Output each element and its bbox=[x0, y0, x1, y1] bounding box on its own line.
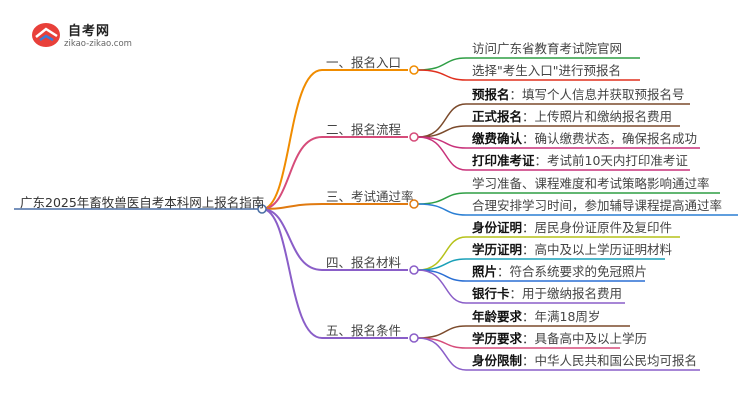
leaf-item: 学习准备、课程难度和考试策略影响通过率 bbox=[472, 176, 710, 192]
branch-node-dot bbox=[409, 132, 419, 142]
link-line bbox=[417, 337, 467, 349]
branch-node-dot bbox=[409, 199, 419, 209]
leaf-item-text: ：符合系统要求的免冠照片 bbox=[497, 264, 648, 279]
leaf-item-text: 访问广东省教育考试院官网 bbox=[472, 41, 623, 56]
link-line bbox=[417, 203, 467, 216]
leaf-item-key: 学历要求 bbox=[472, 331, 523, 346]
leaf-item-text: ：确认缴费状态，确保报名成功 bbox=[522, 131, 698, 146]
link-line bbox=[417, 258, 467, 271]
leaf-item-text: ：中华人民共和国公民均可报名 bbox=[522, 353, 698, 368]
leaf-item: 缴费确认：确认缴费状态，确保报名成功 bbox=[472, 131, 697, 147]
leaf-item-text: 合理安排学习时间，参加辅导课程提高通过率 bbox=[472, 198, 723, 213]
leaf-item: 照片：符合系统要求的免冠照片 bbox=[472, 264, 647, 280]
link-line bbox=[261, 208, 323, 271]
link-line bbox=[417, 125, 467, 138]
link-line bbox=[417, 337, 467, 371]
link-line bbox=[417, 57, 467, 71]
leaf-item: 打印准考证：考试前10天内打印准考证 bbox=[472, 153, 688, 169]
leaf-item: 学历要求：具备高中及以上学历 bbox=[472, 331, 647, 347]
leaf-item-key: 年龄要求 bbox=[472, 309, 523, 324]
leaf-item: 身份限制：中华人民共和国公民均可报名 bbox=[472, 353, 697, 369]
leaf-item-text: ：具备高中及以上学历 bbox=[522, 331, 648, 346]
leaf-item-key: 缴费确认 bbox=[472, 131, 523, 146]
link-line bbox=[417, 136, 467, 149]
link-line bbox=[417, 325, 467, 339]
link-line bbox=[417, 269, 467, 304]
link-line bbox=[261, 136, 323, 210]
branch-label[interactable]: 一、报名入口 bbox=[326, 55, 402, 70]
link-line bbox=[417, 69, 467, 81]
leaf-item-text: ：填写个人信息并获取预报名号 bbox=[509, 87, 685, 102]
logo-title: 自考网 bbox=[68, 24, 111, 39]
leaf-item-text: ：高中及以上学历证明材料 bbox=[522, 242, 673, 257]
leaf-item: 年龄要求：年满18周岁 bbox=[472, 309, 600, 325]
root-topic: 广东2025年畜牧兽医自考本科网上报名指南 bbox=[20, 195, 265, 210]
leaf-item-text: 学习准备、课程难度和考试策略影响通过率 bbox=[472, 176, 710, 191]
leaf-item-text: ：年满18周岁 bbox=[522, 309, 601, 324]
logo-mark-icon bbox=[32, 23, 60, 47]
branch-label[interactable]: 四、报名材料 bbox=[326, 255, 402, 270]
leaf-item-text: ：考试前10天内打印准考证 bbox=[534, 153, 688, 168]
branch-label[interactable]: 三、考试通过率 bbox=[326, 189, 414, 204]
leaf-item-text: ：居民身份证原件及复印件 bbox=[522, 220, 673, 235]
leaf-item: 学历证明：高中及以上学历证明材料 bbox=[472, 242, 672, 258]
leaf-item-key: 身份证明 bbox=[472, 220, 523, 235]
leaf-item-key: 照片 bbox=[472, 264, 498, 279]
leaf-item: 银行卡：用于缴纳报名费用 bbox=[472, 286, 622, 302]
leaf-item-text: ：用于缴纳报名费用 bbox=[509, 286, 623, 301]
leaf-item: 身份证明：居民身份证原件及复印件 bbox=[472, 220, 672, 236]
link-line bbox=[261, 208, 323, 339]
branch-label[interactable]: 五、报名条件 bbox=[326, 323, 402, 338]
logo-subtitle: zikao-zikao.com bbox=[64, 39, 132, 49]
branch-node-dot bbox=[257, 204, 267, 214]
leaf-item-text: ：上传照片和缴纳报名费用 bbox=[522, 109, 673, 124]
leaf-item-text: 选择"考生入口"进行预报名 bbox=[472, 63, 621, 78]
leaf-item: 预报名：填写个人信息并获取预报名号 bbox=[472, 87, 685, 103]
link-line bbox=[417, 269, 467, 282]
site-logo[interactable]: 自考网 zikao-zikao.com bbox=[30, 18, 140, 54]
leaf-item-key: 学历证明 bbox=[472, 242, 523, 257]
leaf-item-key: 身份限制 bbox=[472, 353, 523, 368]
link-line bbox=[261, 203, 323, 210]
leaf-item-key: 预报名 bbox=[472, 87, 510, 102]
leaf-item: 选择"考生入口"进行预报名 bbox=[472, 63, 621, 79]
branch-node-dot bbox=[409, 65, 419, 75]
leaf-item-key: 打印准考证 bbox=[472, 153, 535, 168]
branch-node-dot bbox=[409, 265, 419, 275]
branch-label[interactable]: 二、报名流程 bbox=[326, 122, 402, 137]
link-line bbox=[417, 136, 467, 171]
leaf-item: 访问广东省教育考试院官网 bbox=[472, 41, 622, 57]
branch-node-dot bbox=[409, 333, 419, 343]
link-line bbox=[261, 69, 323, 210]
leaf-item-key: 正式报名 bbox=[472, 109, 523, 124]
leaf-item: 正式报名：上传照片和缴纳报名费用 bbox=[472, 109, 672, 125]
link-line bbox=[417, 192, 467, 205]
leaf-item-key: 银行卡 bbox=[472, 286, 510, 301]
leaf-item: 合理安排学习时间，参加辅导课程提高通过率 bbox=[472, 198, 722, 214]
